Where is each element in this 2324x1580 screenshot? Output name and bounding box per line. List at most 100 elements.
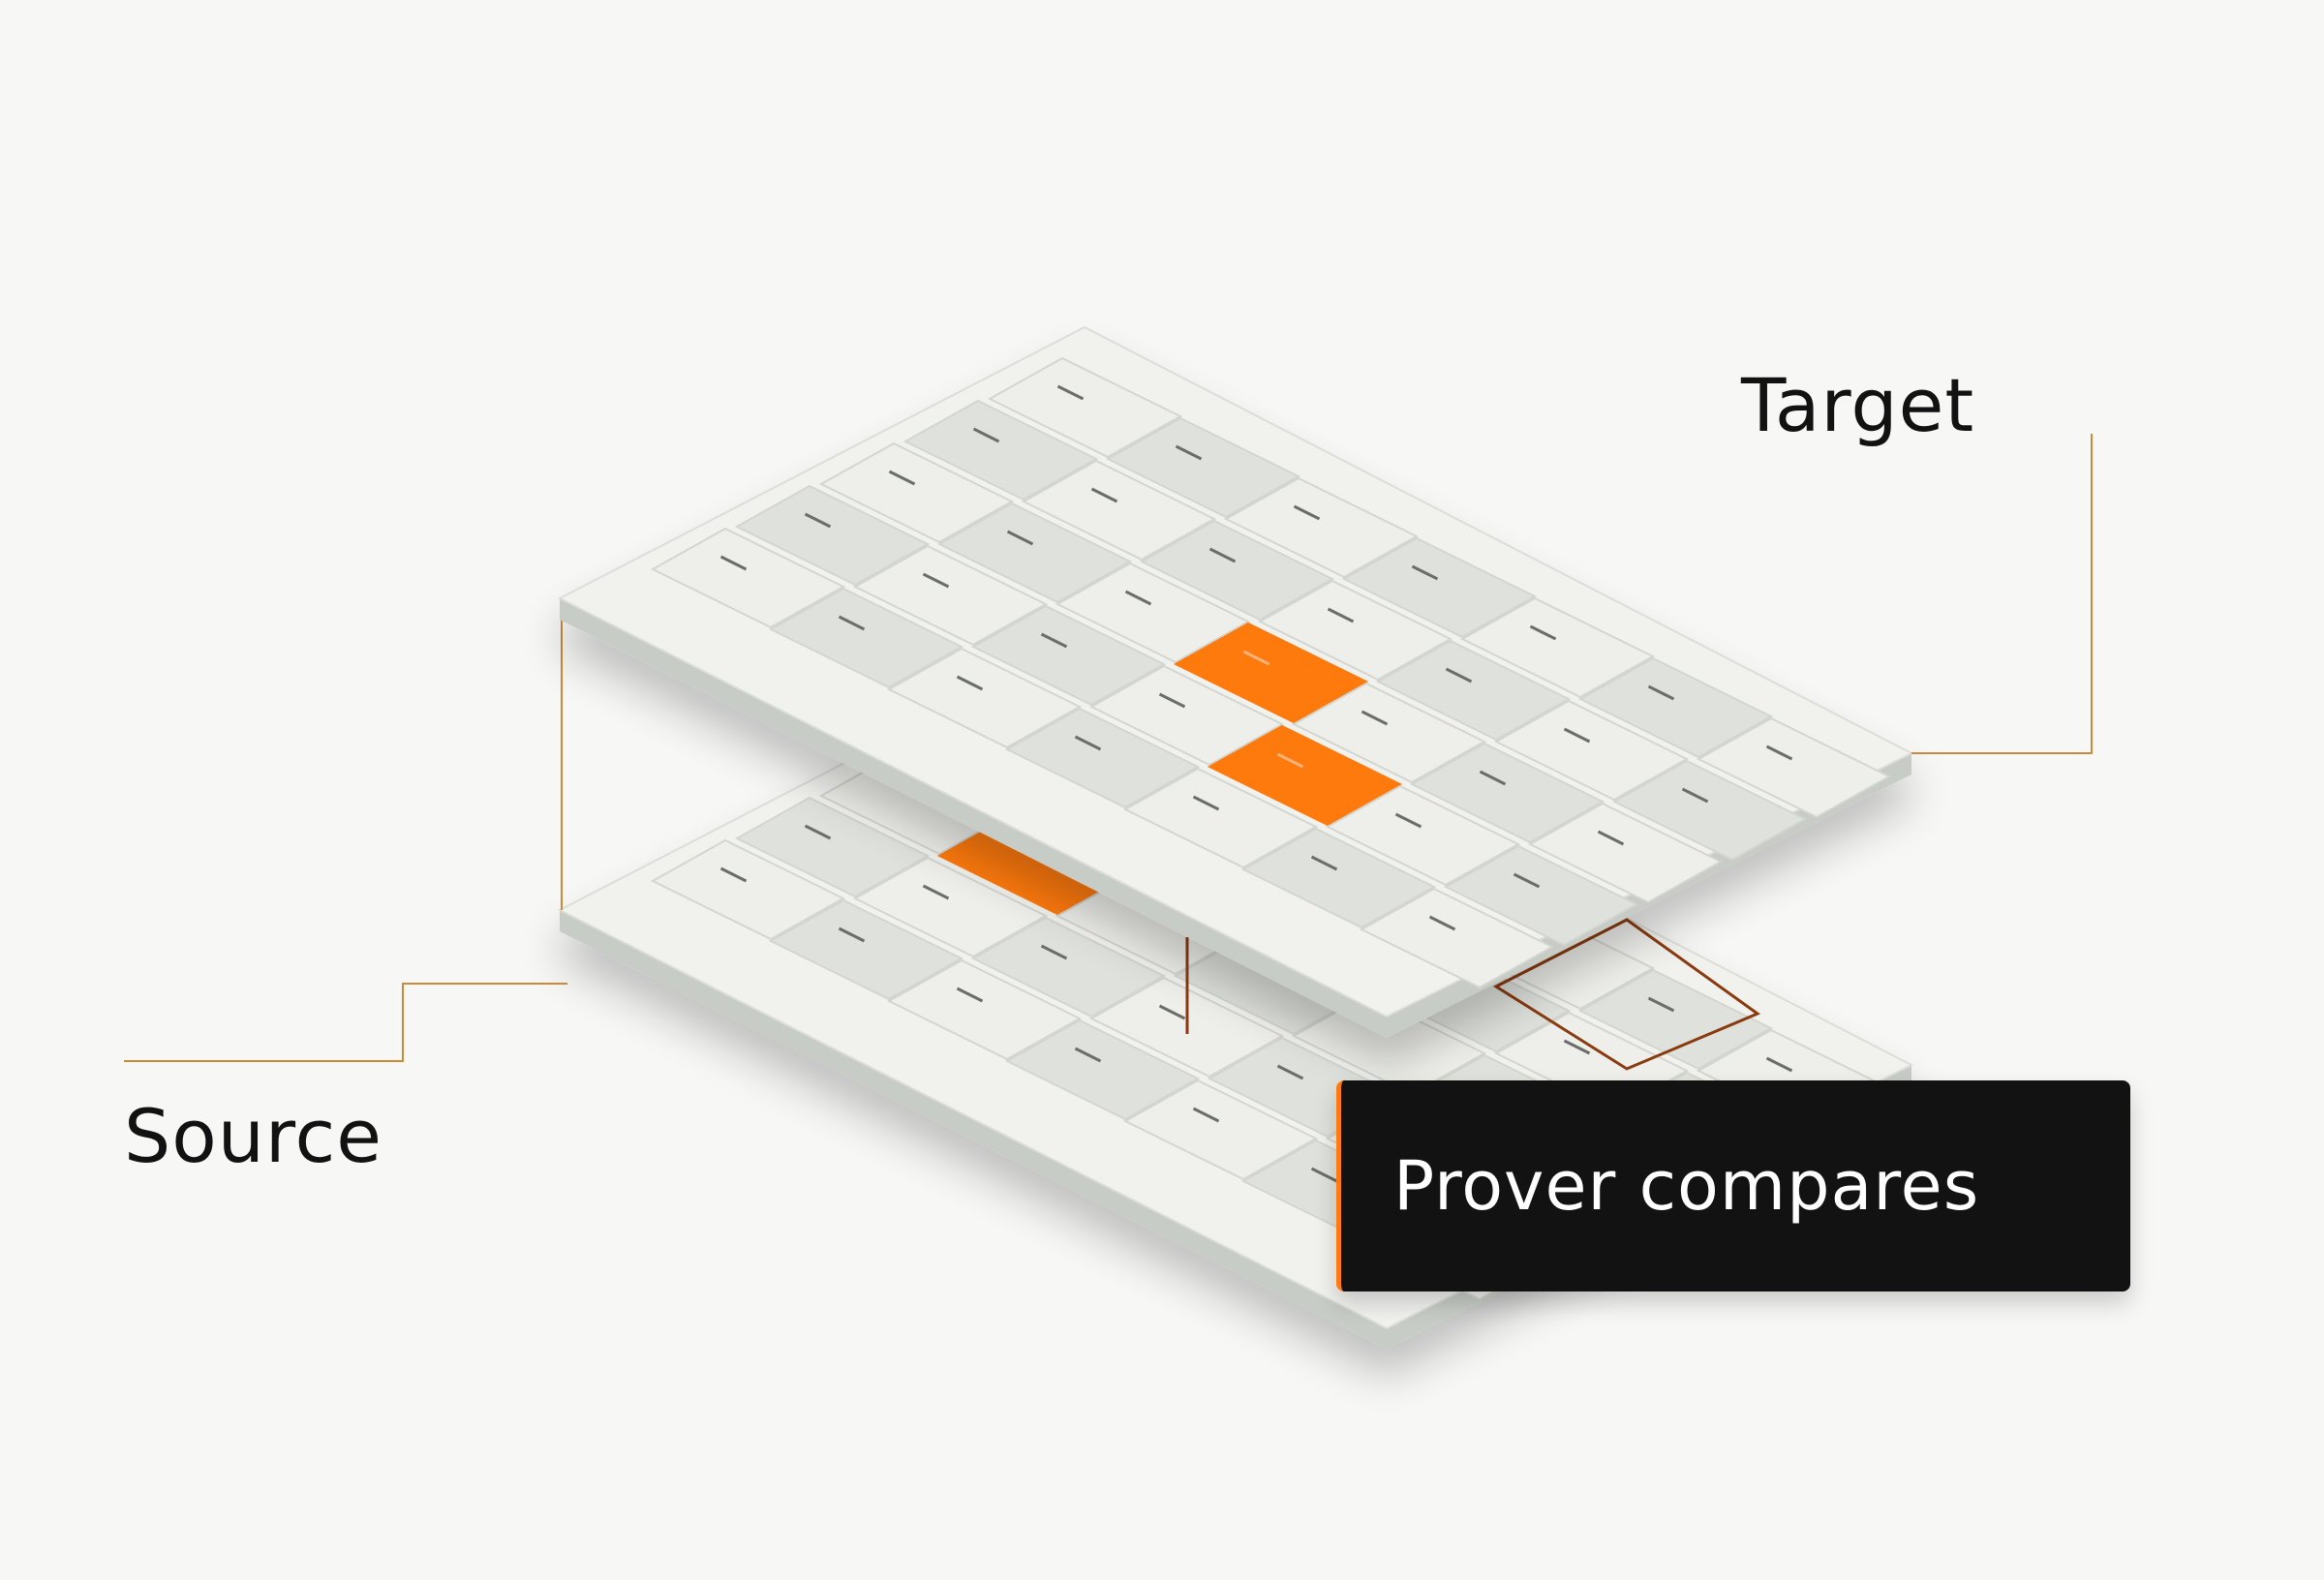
grid-cell (1341, 536, 1538, 639)
dash-mark-icon (1411, 564, 1439, 581)
dash-mark-icon (1158, 1004, 1186, 1020)
grid-cell (734, 484, 931, 587)
dash-mark-icon (1361, 710, 1389, 726)
dash-mark-icon (1445, 667, 1473, 684)
callout-box: Prover compares (1336, 1080, 2130, 1291)
grid-cell (734, 796, 931, 898)
dash-mark-icon (1310, 1167, 1338, 1183)
dash-mark-icon (1276, 1064, 1304, 1080)
grid-cell (1223, 476, 1420, 579)
dash-mark-icon (719, 866, 748, 883)
grid-cell (1122, 1079, 1319, 1181)
dash-mark-icon (1074, 735, 1102, 751)
dash-mark-icon (1647, 684, 1675, 701)
dash-mark-icon (1765, 1056, 1793, 1073)
grid-cell (1122, 767, 1319, 869)
callout-text: Prover compares (1393, 1146, 1980, 1226)
dash-mark-icon (1563, 1039, 1591, 1055)
highlighted-cell (1207, 724, 1403, 827)
dash-mark-icon (1647, 996, 1675, 1013)
grid-cell (886, 958, 1083, 1061)
dash-mark-icon (922, 572, 950, 589)
grid-cell (1375, 639, 1572, 742)
grid-cell (650, 527, 846, 629)
dash-mark-icon (1040, 944, 1068, 960)
source-label: Source (124, 1093, 382, 1179)
dash-mark-icon (1529, 624, 1557, 641)
dash-mark-icon (719, 555, 748, 571)
grid-cell (818, 441, 1015, 544)
dash-mark-icon (956, 987, 984, 1003)
grid-cell (1139, 519, 1335, 622)
dash-mark-icon (1563, 727, 1591, 744)
dash-mark-icon (888, 470, 916, 486)
dash-mark-icon (1293, 504, 1321, 521)
grid-cell (1493, 699, 1690, 802)
dash-mark-icon (1192, 795, 1220, 811)
dash-mark-icon (1310, 855, 1338, 871)
dash-mark-icon (1327, 607, 1355, 623)
grid-cell (650, 838, 846, 941)
grid-cell (987, 356, 1183, 459)
grid-cell (1577, 968, 1774, 1071)
source-leader-line (124, 983, 567, 1062)
grid-cell (1240, 827, 1437, 929)
dash-mark-icon (838, 927, 866, 943)
dash-mark-icon (1006, 530, 1034, 546)
grid-cell (1088, 664, 1285, 767)
grid-cell (1611, 759, 1808, 862)
grid-cell (1409, 742, 1605, 844)
grid-cell (1291, 682, 1487, 784)
dash-mark-icon (1074, 1047, 1102, 1063)
dash-mark-icon (1158, 692, 1186, 709)
dash-mark-icon (1513, 872, 1541, 889)
target-leader-line (1911, 434, 2093, 754)
target-grid (650, 356, 1892, 989)
grid-cell (1325, 784, 1521, 887)
dash-mark-icon (956, 675, 984, 691)
dash-mark-icon (1394, 812, 1422, 829)
dash-mark-icon (1175, 444, 1203, 461)
grid-cell (970, 916, 1167, 1018)
grid-cell (886, 647, 1083, 749)
grid-cell (768, 898, 964, 1001)
grid-cell (768, 587, 964, 689)
grid-cell (1055, 562, 1251, 664)
grid-cell (970, 604, 1167, 707)
grid-cell (1459, 596, 1656, 699)
grid-cell (852, 856, 1049, 958)
grid-cell (1696, 716, 1892, 819)
dash-mark-icon (1276, 752, 1304, 769)
dash-mark-icon (1597, 830, 1625, 846)
grid-cell (1021, 459, 1217, 562)
compare-outline-icon (1492, 918, 1761, 1071)
dash-mark-icon (1208, 547, 1237, 563)
dash-mark-icon (838, 615, 866, 631)
highlighted-cell (1173, 622, 1369, 724)
grid-cell (1359, 887, 1555, 989)
target-label: Target (1740, 362, 1974, 448)
grid-cell (1577, 656, 1774, 759)
dash-mark-icon (1192, 1107, 1220, 1123)
dash-mark-icon (804, 512, 832, 529)
grid-cell (902, 399, 1099, 501)
dash-mark-icon (972, 427, 1000, 443)
grid-cell (1443, 844, 1639, 947)
grid-cell (936, 501, 1133, 604)
dash-mark-icon (1124, 590, 1152, 606)
dash-mark-icon (1090, 487, 1118, 503)
dash-mark-icon (1765, 744, 1793, 761)
dash-mark-icon (1040, 632, 1068, 649)
grid-cell (1527, 802, 1724, 904)
dash-mark-icon (922, 884, 950, 900)
dash-mark-icon (1479, 770, 1507, 786)
dash-mark-icon (1056, 384, 1085, 401)
grid-cell (1004, 707, 1201, 809)
dash-mark-icon (1242, 650, 1270, 666)
grid-cell (1105, 416, 1301, 519)
grid-cell (852, 544, 1049, 647)
dash-mark-icon (1681, 787, 1709, 804)
dash-mark-icon (804, 824, 832, 840)
dash-mark-icon (1428, 915, 1456, 931)
